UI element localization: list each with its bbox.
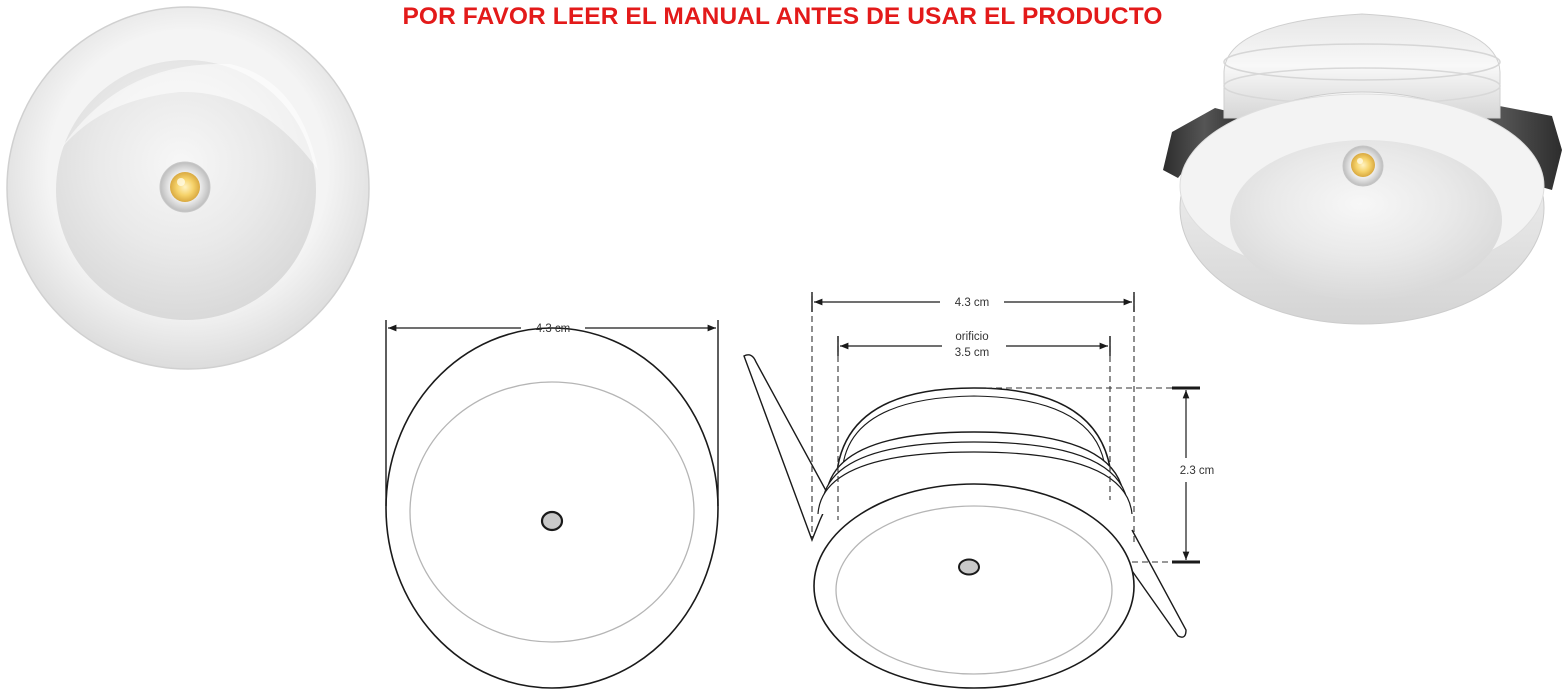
front-product-photo bbox=[6, 6, 370, 370]
side-hole-label-line2: 3.5 cm bbox=[955, 347, 990, 359]
side-outer-label: 4.3 cm bbox=[955, 297, 990, 309]
perspective-product-photo bbox=[1163, 13, 1562, 325]
front-view-drawing bbox=[385, 320, 719, 689]
side-hole-label-line1: orificio bbox=[955, 331, 988, 343]
side-height-label: 2.3 cm bbox=[1180, 465, 1215, 477]
front-diameter-label: 4.3 cm bbox=[536, 323, 571, 335]
side-height-dimension: 2.3 cm bbox=[1172, 386, 1215, 564]
side-hole-dimension: orificio 3.5 cm bbox=[837, 331, 1111, 359]
side-view-drawing bbox=[743, 354, 1187, 689]
side-projection-lines bbox=[811, 296, 1186, 563]
front-diameter-dimension: 4.3 cm bbox=[388, 323, 716, 335]
side-outer-dimension: 4.3 cm bbox=[811, 292, 1135, 312]
warning-banner: POR FAVOR LEER EL MANUAL ANTES DE USAR E… bbox=[402, 3, 1163, 30]
